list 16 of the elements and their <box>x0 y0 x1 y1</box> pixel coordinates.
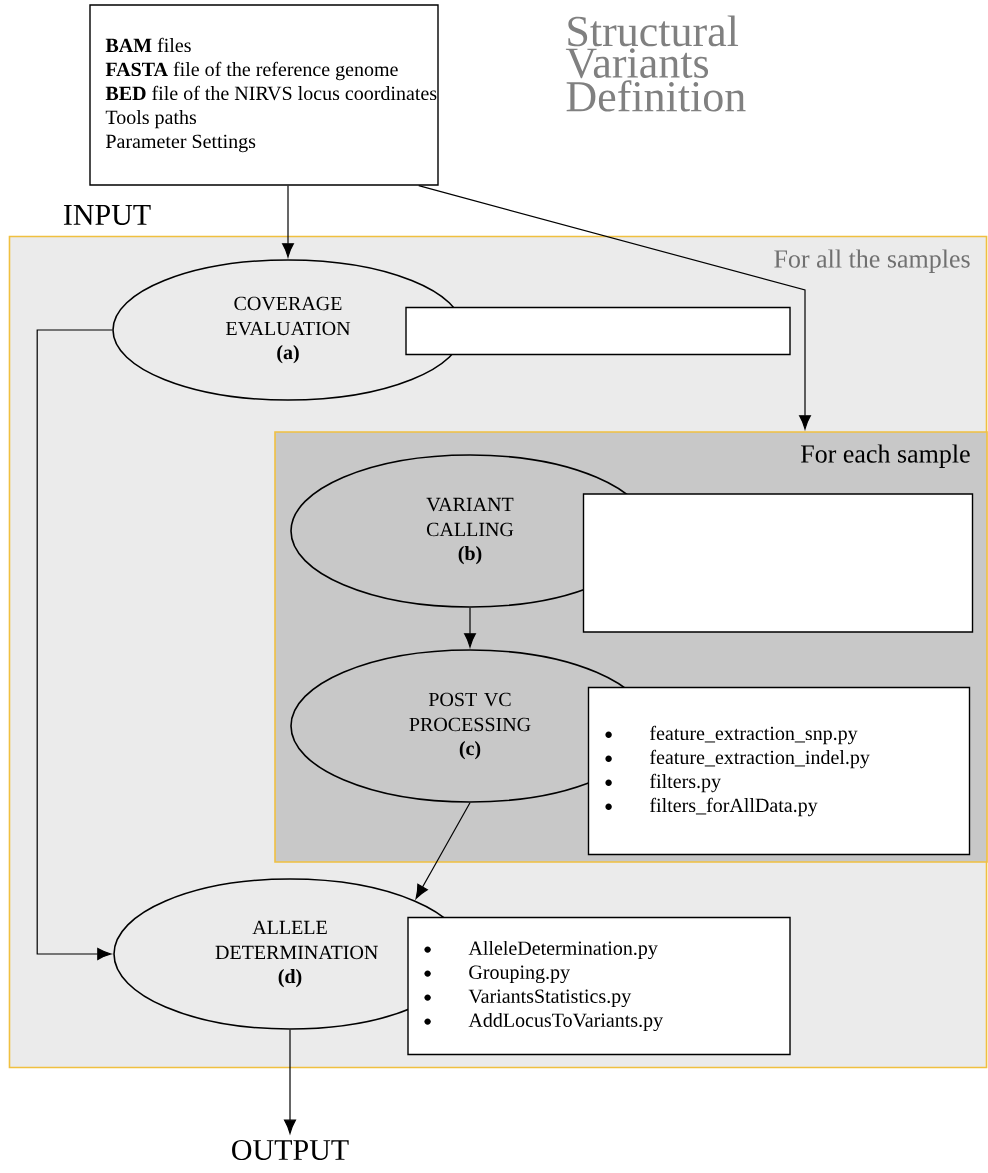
tool-list-box <box>582 493 974 633</box>
arrow <box>284 1029 296 1134</box>
arrow <box>415 802 471 899</box>
title: Structural Variants Definition <box>565 15 746 112</box>
tool-list-box <box>405 306 791 356</box>
input-box: BAM files FASTA file of the reference genome BED file of the NIRVS locus coordinates Tools paths Parameter Settings <box>89 4 439 186</box>
panel-heading: For all the samples <box>774 249 970 273</box>
arrow <box>464 607 476 648</box>
output-label: OUTPUT <box>232 1139 349 1161</box>
arrow <box>36 329 113 960</box>
tool-list-box: feature_extraction_snp.py feature_extraction_indel.py filters.py filters_forAllData.py <box>587 686 971 856</box>
input-label: INPUT <box>63 205 151 225</box>
panel-heading: For each sample <box>800 444 970 468</box>
tool-list-box: AlleleDetermination.py Grouping.py VariantsStatistics.py AddLocusToVariants.py <box>407 916 791 1056</box>
arrow <box>282 185 294 258</box>
arrow <box>418 185 811 430</box>
